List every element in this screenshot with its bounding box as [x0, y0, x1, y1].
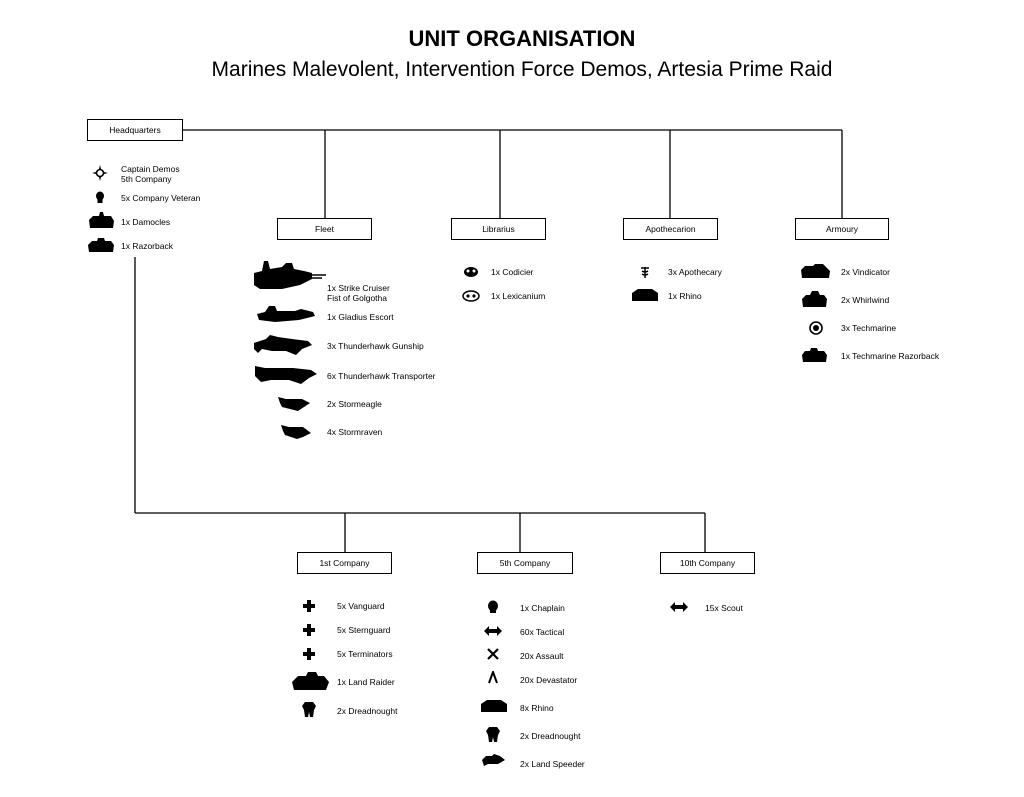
armoury-item-vindicator: 2x Vindicator — [841, 267, 890, 277]
cruiser-icon — [254, 261, 326, 289]
hq-item-damocles: 1x Damocles — [121, 217, 171, 227]
double-arrow-icon — [670, 602, 688, 612]
librarius-box: Librarius — [451, 218, 546, 240]
escort-icon — [257, 306, 315, 322]
tank-icon — [89, 212, 114, 228]
fleet-item-stormraven: 4x Stormraven — [327, 427, 383, 437]
company-5-item-rhino: 8x Rhino — [520, 703, 554, 713]
apothecarion-item-apothecary: 3x Apothecary — [668, 267, 722, 277]
company-1-box: 1st Company — [297, 552, 392, 574]
company-5-item-chaplain: 1x Chaplain — [520, 603, 565, 613]
tank-icon — [632, 289, 658, 301]
company-10-item-scout: 15x Scout — [705, 603, 743, 613]
librarius-item-codicier: 1x Codicier — [491, 267, 534, 277]
librarius-item-lexicanium: 1x Lexicanium — [491, 291, 546, 301]
company-1-item-dreadnought: 2x Dreadnought — [337, 706, 398, 716]
transporter-icon — [255, 366, 317, 384]
cross-icon — [303, 648, 315, 660]
apothecarion-box: Apothecarion — [623, 218, 718, 240]
fleet-item-transporter: 6x Thunderhawk Transporter — [327, 371, 436, 381]
chevron-icon — [488, 671, 498, 684]
apothecary-icon — [641, 267, 649, 278]
fleet-item-gladius: 1x Gladius Escort — [327, 312, 394, 322]
company-1-item-terminators: 5x Terminators — [337, 649, 393, 659]
company-1-item-vanguard: 5x Vanguard — [337, 601, 385, 611]
apothecarion-item-rhino: 1x Rhino — [668, 291, 702, 301]
fleet-box: Fleet — [277, 218, 372, 240]
dreadnought-icon — [302, 702, 316, 717]
tank-icon — [802, 291, 827, 307]
tank-icon — [481, 700, 507, 712]
dreadnought-icon — [486, 727, 500, 742]
cross-icon — [303, 624, 315, 636]
company-5-box: 5th Company — [477, 552, 573, 574]
page-title: UNIT ORGANISATION — [408, 26, 636, 51]
armoury-item-techmarine-razorback: 1x Techmarine Razorback — [841, 351, 940, 361]
tank-icon — [88, 238, 114, 252]
armoury-box: Armoury — [795, 218, 889, 240]
x-icon — [487, 648, 499, 660]
company-1-item-land-raider: 1x Land Raider — [337, 677, 395, 687]
tank-icon — [802, 348, 827, 362]
aircraft-icon — [281, 425, 311, 439]
page-subtitle: Marines Malevolent, Intervention Force D… — [211, 58, 833, 81]
double-arrow-icon — [484, 626, 502, 636]
gunship-icon — [254, 335, 312, 355]
hq-item-razorback: 1x Razorback — [121, 241, 173, 251]
company-10-box: 10th Company — [660, 552, 755, 574]
hq-item-veteran: 5x Company Veteran — [121, 193, 201, 203]
fleet-item-strike-cruiser: 1x Strike Cruiser Fist of Golgotha — [327, 283, 390, 303]
tank-icon — [801, 264, 830, 278]
fleet-item-stormeagle: 2x Stormeagle — [327, 399, 382, 409]
skull-icon — [488, 600, 498, 613]
headquarters-box: Headquarters — [87, 119, 183, 141]
captain-icon — [92, 165, 108, 181]
fleet-item-gunship: 3x Thunderhawk Gunship — [327, 341, 424, 351]
tank-icon — [292, 672, 329, 690]
company-5-item-land-speeder: 2x Land Speeder — [520, 759, 585, 769]
lexicanium-icon — [462, 290, 480, 302]
speeder-icon — [482, 754, 505, 766]
aircraft-icon — [278, 397, 310, 411]
veteran-icon — [96, 191, 104, 203]
company-5-item-devastator: 20x Devastator — [520, 675, 578, 685]
cross-icon — [303, 600, 315, 612]
company-5-item-tactical: 60x Tactical — [520, 627, 565, 637]
armoury-item-whirlwind: 2x Whirlwind — [841, 295, 890, 305]
company-1-item-sternguard: 5x Sternguard — [337, 625, 391, 635]
techmarine-icon — [809, 321, 823, 335]
company-5-item-dreadnought: 2x Dreadnought — [520, 731, 581, 741]
codicier-icon — [464, 267, 478, 277]
armoury-item-techmarine: 3x Techmarine — [841, 323, 897, 333]
hq-item-captain: Captain Demos 5th Company — [121, 164, 180, 184]
company-5-item-assault: 20x Assault — [520, 651, 564, 661]
